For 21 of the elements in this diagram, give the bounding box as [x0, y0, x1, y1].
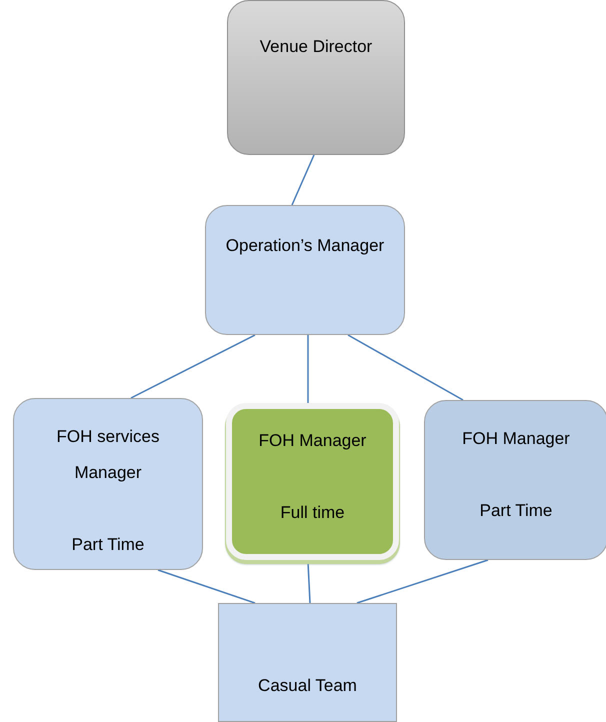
- role-box: [424, 400, 606, 560]
- role-title: FOH Manager: [462, 428, 570, 450]
- role-box: [218, 603, 397, 722]
- connector-line: [356, 559, 488, 604]
- connector-line: [307, 335, 309, 403]
- connector-line: [348, 334, 464, 401]
- role-hours: Part Time: [72, 534, 144, 556]
- role-title: FOH Manager: [258, 430, 366, 452]
- role-title: FOH services Manager: [56, 426, 160, 484]
- role-title: Operation’s Manager: [226, 235, 384, 257]
- connector-line: [158, 569, 256, 604]
- role-box: [13, 398, 203, 570]
- connector-line: [307, 562, 311, 604]
- connector-line: [130, 334, 256, 399]
- role-hours: Full time: [280, 502, 345, 524]
- role-box: [205, 205, 405, 335]
- role-hours: Part Time: [480, 500, 552, 522]
- role-title: Venue Director: [260, 36, 372, 58]
- role-title: Casual Team: [258, 675, 357, 697]
- role-box: [227, 0, 405, 155]
- connector-line: [291, 154, 315, 206]
